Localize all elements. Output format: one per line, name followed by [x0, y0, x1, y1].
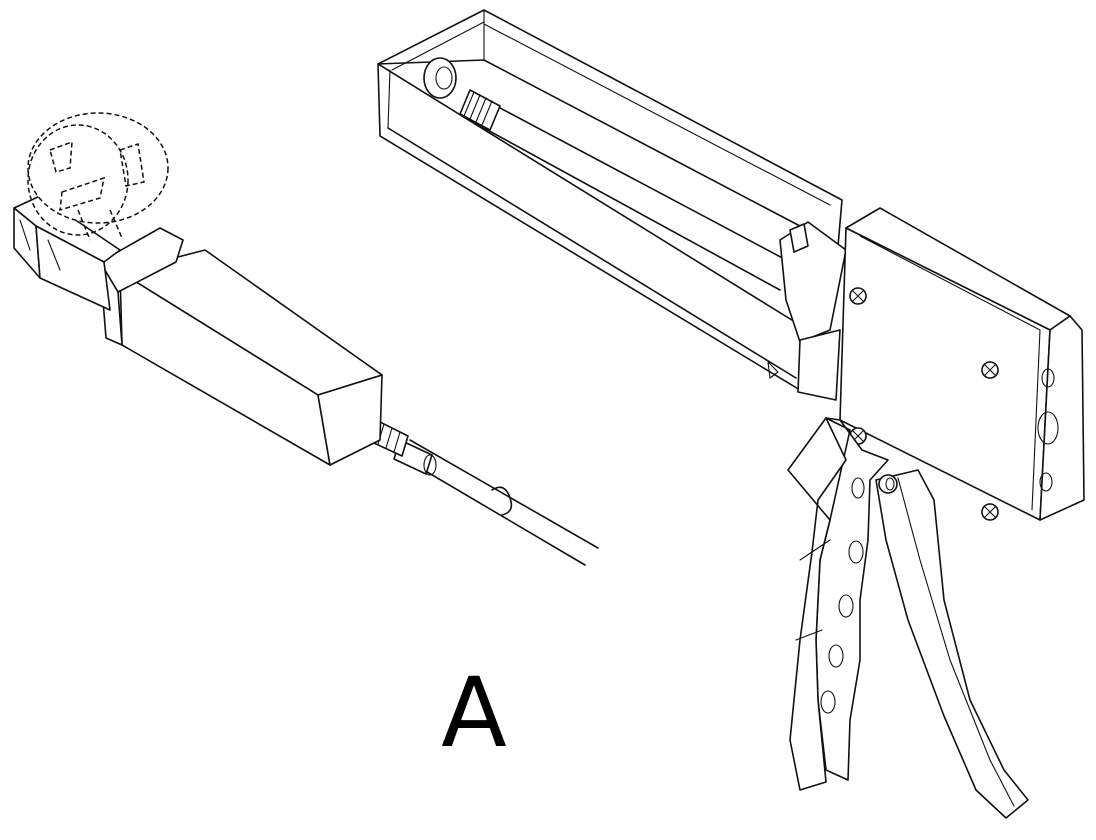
figure-label: A: [441, 657, 507, 769]
dispensing-gun: [377, 9, 1085, 819]
rod-assembly: [13, 112, 599, 566]
screw-icons: [849, 287, 999, 521]
